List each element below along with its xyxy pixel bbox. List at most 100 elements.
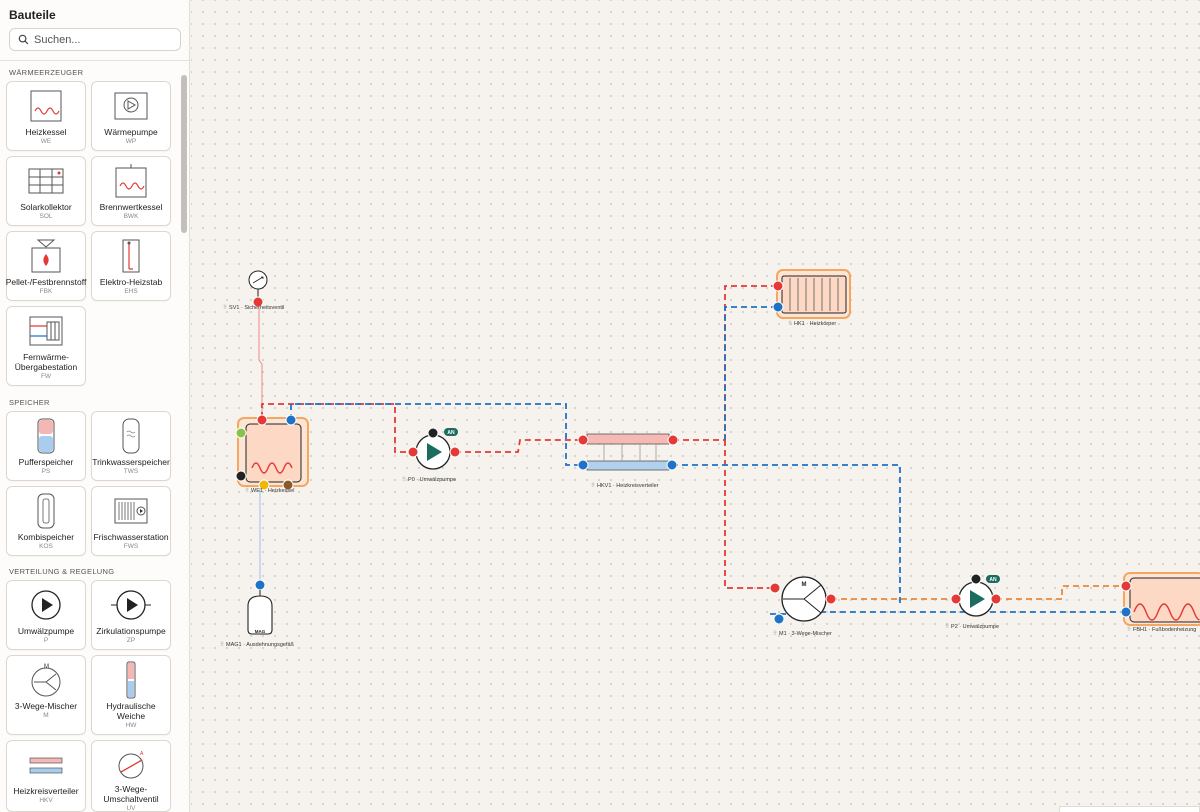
drag-handle-icon[interactable]: ⠿	[945, 624, 950, 630]
drag-handle-icon[interactable]: ⠿	[591, 483, 596, 489]
tile-name: Elektro-Heizstab	[99, 277, 163, 287]
label-hkv1[interactable]: ⠿HKV1 · Heizkreisverteiler	[591, 483, 658, 489]
tile-name: Zirkulationspumpe	[96, 626, 166, 636]
tile-code: EHS	[124, 288, 138, 295]
tile-waermepumpe[interactable]: Wärmepumpe WP	[91, 81, 171, 151]
tile-name: Brennwertkessel	[99, 202, 163, 212]
tile-kombispeicher[interactable]: Kombispeicher KOS	[6, 486, 86, 556]
heizkessel-icon	[30, 90, 62, 122]
label-we1[interactable]: ⠿WE1 · Heizkessel	[245, 488, 294, 494]
tile-name: Pellet-/Festbrennstoff	[5, 277, 87, 287]
tile-code: PS	[41, 468, 51, 475]
drag-handle-icon[interactable]: ⠿	[223, 305, 228, 311]
label-text: M1 · 3-Wege-Mischer	[779, 631, 832, 637]
umwaelzpumpe-p0[interactable]: AN	[407, 427, 461, 470]
fussbodenheizung-fbh1[interactable]	[1120, 572, 1200, 626]
pufferspeicher-icon	[37, 418, 55, 454]
tile-hydraulische-weiche[interactable]: Hydraulische Weiche HW	[91, 655, 171, 735]
tile-name: Wärmepumpe	[104, 127, 158, 137]
weiche-icon	[126, 661, 136, 699]
tile-umwaelzpumpe[interactable]: Umwälzpumpe P	[6, 580, 86, 650]
umwaelzpumpe-p2[interactable]: AN	[950, 573, 1002, 617]
pellet-icon	[31, 239, 61, 273]
component-sidebar: Bauteile WÄRMEERZEUGER Heizkessel WE Wär…	[0, 0, 190, 812]
tile-code: HKV	[39, 797, 53, 804]
label-p2[interactable]: ⠿P2 · Umwälzpumpe	[945, 624, 999, 630]
pump-status-badge: AN	[447, 430, 455, 436]
tile-brennwertkessel[interactable]: Brennwertkessel BWK	[91, 156, 171, 226]
ausdehnungsgefaess-mag1[interactable]: MAG	[247, 579, 273, 635]
tile-name: Frischwasserstation	[93, 532, 169, 542]
tile-pellet[interactable]: Pellet-/Festbrennstoff FBK	[6, 231, 86, 301]
drag-handle-icon[interactable]: ⠿	[245, 488, 250, 494]
verteiler-icon	[29, 757, 63, 774]
sv-line	[258, 302, 263, 414]
tile-trinkwasserspeicher[interactable]: Trinkwasserspeicher TWS	[91, 411, 171, 481]
heizkreisverteiler-hkv1[interactable]	[577, 433, 679, 471]
tile-heizkessel[interactable]: Heizkessel WE	[6, 81, 86, 151]
tile-code: ZP	[126, 637, 136, 644]
search-box[interactable]	[9, 28, 181, 51]
solarkollektor-icon	[28, 168, 64, 194]
tile-code: WP	[125, 138, 137, 145]
tile-name: Trinkwasserspeicher	[92, 457, 170, 467]
tile-code: P	[43, 637, 49, 644]
search-input[interactable]	[34, 33, 174, 46]
canvas-control-panel[interactable]	[1059, 806, 1200, 812]
label-text: SV1 · Sicherheitsventil	[229, 305, 285, 311]
heizkessel-we1[interactable]	[235, 414, 309, 491]
tile-pufferspeicher[interactable]: Pufferspeicher PS	[6, 411, 86, 481]
waermepumpe-icon	[114, 92, 148, 120]
tile-solarkollektor[interactable]: Solarkollektor SOL	[6, 156, 86, 226]
tile-frischwasserstation[interactable]: Frischwasserstation FWS	[91, 486, 171, 556]
label-p0[interactable]: ⠿P0 · Umwälzpumpe	[402, 477, 456, 483]
pump-icon	[31, 590, 61, 620]
drag-handle-icon[interactable]: ⠿	[402, 477, 407, 483]
sidebar-divider	[0, 60, 189, 61]
drag-handle-icon[interactable]: ⠿	[788, 321, 793, 327]
tile-name: Kombispeicher	[17, 532, 75, 542]
drag-handle-icon[interactable]: ⠿	[773, 631, 778, 637]
mixer-icon: M	[31, 664, 61, 697]
label-fbh1[interactable]: ⠿FBH1 · Fußbodenheizung	[1127, 627, 1196, 633]
tile-code: TWS	[123, 468, 139, 475]
tile-mischer[interactable]: M 3-Wege-Mischer M	[6, 655, 86, 735]
tile-code: SOL	[39, 213, 53, 220]
mag-symbol-text: MAG	[255, 629, 266, 634]
sicherheitsventil-symbol[interactable]	[248, 270, 268, 308]
label-mag1[interactable]: ⠿MAG1 · Ausdehnungsgefäß	[220, 642, 294, 648]
label-text: WE1 · Heizkessel	[251, 488, 295, 494]
tile-name: Umwälzpumpe	[17, 626, 75, 636]
tile-code: HW	[125, 722, 137, 729]
trinkwasserspeicher-icon	[122, 418, 140, 454]
mixer-symbol-text: M	[802, 582, 807, 588]
pump-status-badge: AN	[989, 577, 997, 583]
tile-code: KOS	[39, 543, 53, 550]
tile-name: Fernwärme-Übergabestation	[14, 352, 78, 372]
svg-text:A: A	[140, 751, 144, 757]
tile-code: FW	[40, 373, 52, 380]
search-icon	[18, 34, 29, 45]
tile-heizkreisverteiler[interactable]: Heizkreisverteiler HKV	[6, 740, 86, 812]
tile-elektro-heizstab[interactable]: Elektro-Heizstab EHS	[91, 231, 171, 301]
tile-fernwaerme[interactable]: Fernwärme-Übergabestation FW	[6, 306, 86, 386]
tile-umschaltventil[interactable]: A 3-Wege-Umschaltventil UV	[91, 740, 171, 812]
drag-handle-icon[interactable]: ⠿	[1127, 627, 1132, 633]
label-text: FBH1 · Fußbodenheizung	[1133, 627, 1197, 633]
fernwaerme-icon	[29, 316, 63, 346]
tile-name: Solarkollektor	[20, 202, 72, 212]
drag-handle-icon[interactable]: ⠿	[220, 642, 225, 648]
label-hk1[interactable]: ⠿HK1 · Heizkörper	[788, 321, 836, 327]
label-text: P2 · Umwälzpumpe	[951, 624, 1000, 630]
tile-zirkulationspumpe[interactable]: Zirkulationspumpe ZP	[91, 580, 171, 650]
tile-code: WE	[40, 138, 52, 145]
brennwertkessel-icon	[115, 164, 147, 198]
label-sv1[interactable]: ⠿SV1 · Sicherheitsventil	[223, 305, 284, 311]
label-m1[interactable]: ⠿M1 · 3-Wege-Mischer	[773, 631, 832, 637]
heizkoerper-hk1[interactable]	[772, 269, 851, 319]
zirkulationspumpe-icon	[111, 590, 151, 620]
tile-name: 3-Wege-Mischer	[14, 701, 78, 711]
sidebar-scrollbar[interactable]	[181, 75, 187, 233]
mischer-m1[interactable]: M	[769, 576, 837, 625]
diagram-canvas[interactable]: AN M	[191, 0, 1200, 812]
